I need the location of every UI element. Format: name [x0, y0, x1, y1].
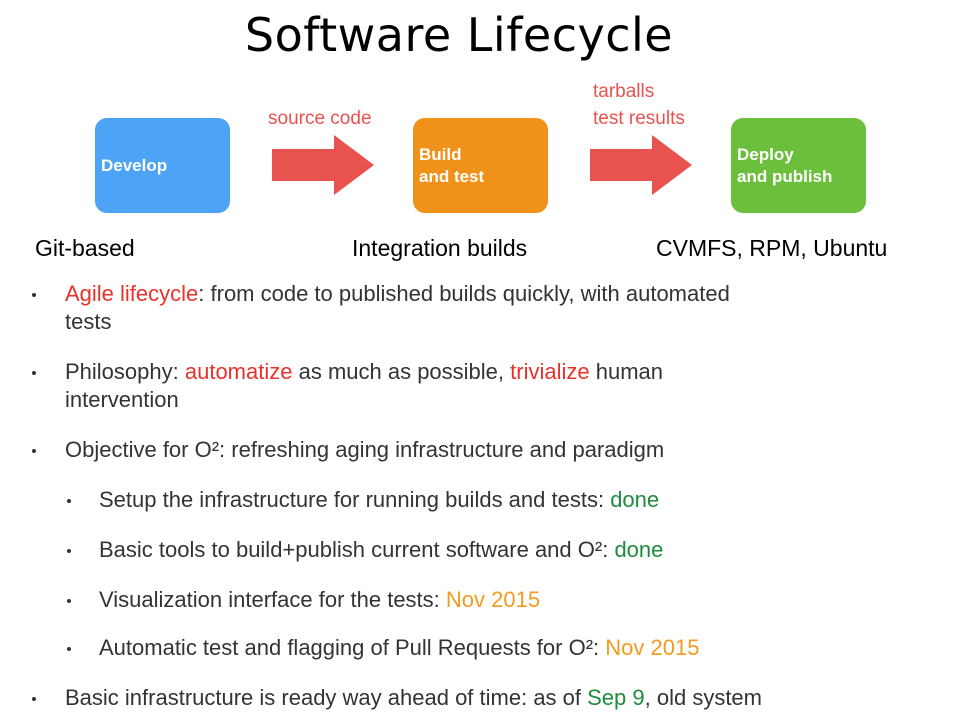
- subbullet-automatic-test: Automatic test and flagging of Pull Requ…: [67, 634, 929, 662]
- subbullet-visualization: Visualization interface for the tests: N…: [67, 586, 929, 614]
- caption-build: Integration builds: [352, 235, 528, 261]
- highlight-agile: Agile lifecycle: [65, 281, 199, 306]
- bullet-text: , old system: [644, 685, 762, 710]
- bullet-text: Setup the infrastructure for running bui…: [99, 487, 611, 512]
- bullet-text: intervention: [65, 387, 179, 412]
- status-pending: Nov 2015: [605, 635, 700, 660]
- bullet-dot: [32, 449, 36, 453]
- stage-develop-box: Develop: [95, 118, 230, 213]
- status-done: done: [610, 487, 660, 512]
- stage-build-label-line1: Build: [419, 144, 462, 164]
- bullet-text: tests: [65, 309, 112, 334]
- stage-deploy-label-line1: Deploy: [737, 144, 794, 164]
- arrow-label-tarballs: tarballs test results: [593, 78, 685, 132]
- bullet-philosophy: Philosophy: automatize as much as possib…: [32, 358, 925, 414]
- stage-deploy-label-line2: and publish: [737, 166, 833, 186]
- bullet-agile: Agile lifecycle: from code to published …: [32, 280, 925, 336]
- bullet-text: Basic infrastructure is ready way ahead …: [65, 685, 588, 710]
- bullet-text: as much as possible,: [292, 359, 511, 384]
- arrow-label-tarballs-line1: tarballs: [593, 81, 655, 102]
- stage-develop-label: Develop: [101, 155, 168, 175]
- highlight-date: Sep 9: [587, 685, 645, 710]
- bullet-text: Automatic test and flagging of Pull Requ…: [99, 635, 606, 660]
- arrow-label-source-code: source code: [268, 108, 372, 129]
- bullet-objective: Objective for O²: refreshing aging infra…: [32, 436, 925, 464]
- bullet-dot: [67, 647, 71, 651]
- arrow-label-tarballs-line2: test results: [593, 108, 685, 129]
- bullet-text: Philosophy:: [65, 359, 185, 384]
- caption-deploy: CVMFS, RPM, Ubuntu: [656, 235, 888, 261]
- bullet-dot: [67, 599, 71, 603]
- bullet-text: Objective for O²: refreshing aging infra…: [65, 437, 665, 462]
- bullet-dot: [67, 499, 71, 503]
- bullet-text: human: [589, 359, 664, 384]
- bullet-dot: [67, 549, 71, 553]
- bullet-dot: [32, 293, 36, 297]
- bullet-text: Basic tools to build+publish current sof…: [99, 537, 615, 562]
- subbullet-basic-tools: Basic tools to build+publish current sof…: [67, 536, 929, 564]
- stage-deploy-box: Deploy and publish: [731, 118, 866, 213]
- stage-build-label-line2: and test: [419, 166, 485, 186]
- stage-build-box: Build and test: [413, 118, 548, 213]
- arrow-right-icon: [590, 135, 692, 195]
- bullet-text: : from code to published builds quickly,…: [198, 281, 730, 306]
- bullet-basic-infrastructure: Basic infrastructure is ready way ahead …: [32, 684, 925, 712]
- status-done: done: [614, 537, 664, 562]
- caption-develop: Git-based: [35, 235, 135, 261]
- slide-title: Software Lifecycle: [244, 8, 674, 62]
- subbullet-setup: Setup the infrastructure for running bui…: [67, 486, 929, 514]
- bullet-dot: [32, 371, 36, 375]
- highlight-trivialize: trivialize: [510, 359, 590, 384]
- status-pending: Nov 2015: [445, 587, 541, 612]
- arrow-right-icon: [272, 135, 374, 195]
- bullet-text: Visualization interface for the tests:: [99, 587, 446, 612]
- bullet-dot: [32, 697, 36, 701]
- highlight-automatize: automatize: [184, 359, 293, 384]
